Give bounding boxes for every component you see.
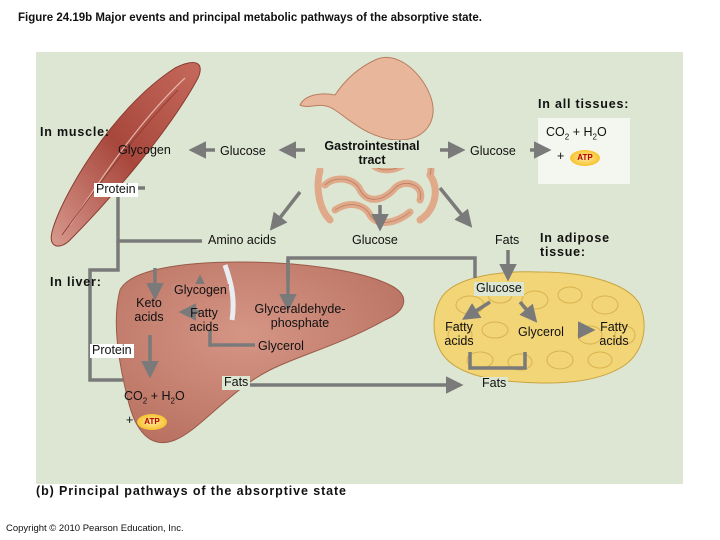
label-fatty-acids-liver: Fatty acids	[189, 306, 219, 334]
label-fatty-acids-adipose-right: Fatty acids	[599, 320, 629, 348]
label-glucose-adipose: Glucose	[474, 281, 524, 296]
label-in-adipose-tissue: In adipose tissue:	[540, 231, 610, 259]
label-in-all-tissues: In all tissues:	[538, 97, 630, 111]
label-glycerol-liver: Glycerol	[258, 339, 304, 353]
label-protein-liver: Protein	[90, 343, 134, 358]
label-keto-acids: Keto acids	[134, 296, 164, 324]
label-protein-muscle: Protein	[94, 182, 138, 197]
label-amino-acids: Amino acids	[206, 233, 279, 248]
adipose-illustration	[433, 271, 645, 384]
label-glycogen-liver: Glycogen	[172, 283, 229, 298]
label-co2-h2o-tissues: CO2 + H2O	[546, 125, 607, 142]
label-fats-mid: Fats	[493, 233, 522, 248]
label-fats-liver: Fats	[222, 375, 251, 390]
gi-tract-line-1: Gastrointestinal	[324, 139, 420, 153]
label-in-muscle: In muscle:	[40, 125, 110, 139]
atp-icon: ATP	[570, 150, 600, 166]
label-co2-h2o-liver: CO2 + H2O	[124, 389, 185, 406]
label-glucose-mid: Glucose	[350, 233, 400, 248]
label-in-liver: In liver:	[50, 275, 102, 289]
label-glycerol-adipose: Glycerol	[518, 325, 564, 339]
figure-title: Figure 24.19b Major events and principal…	[18, 12, 482, 24]
label-gastrointestinal-tract: Gastrointestinal tract	[306, 139, 438, 168]
label-fatty-acids-adipose-left: Fatty acids	[444, 320, 474, 348]
stomach-illustration	[299, 56, 434, 141]
label-fats-adipose: Fats	[480, 376, 509, 391]
label-glycogen-muscle: Glycogen	[118, 143, 171, 157]
muscle-illustration	[50, 62, 201, 247]
label-glyceraldehyde-phosphate: Glyceraldehyde- phosphate	[254, 302, 346, 330]
atp-icon-liver: ATP	[137, 414, 167, 430]
label-plus-liver: +	[126, 413, 134, 427]
label-glucose-tissues: Glucose	[468, 144, 518, 159]
label-plus-tissues: +	[557, 149, 565, 163]
figure-caption: (b) Principal pathways of the absorptive…	[36, 484, 347, 498]
label-glucose-muscle: Glucose	[218, 144, 268, 159]
gi-tract-line-2: tract	[358, 152, 386, 167]
copyright-text: Copyright © 2010 Pearson Education, Inc.	[6, 523, 184, 534]
